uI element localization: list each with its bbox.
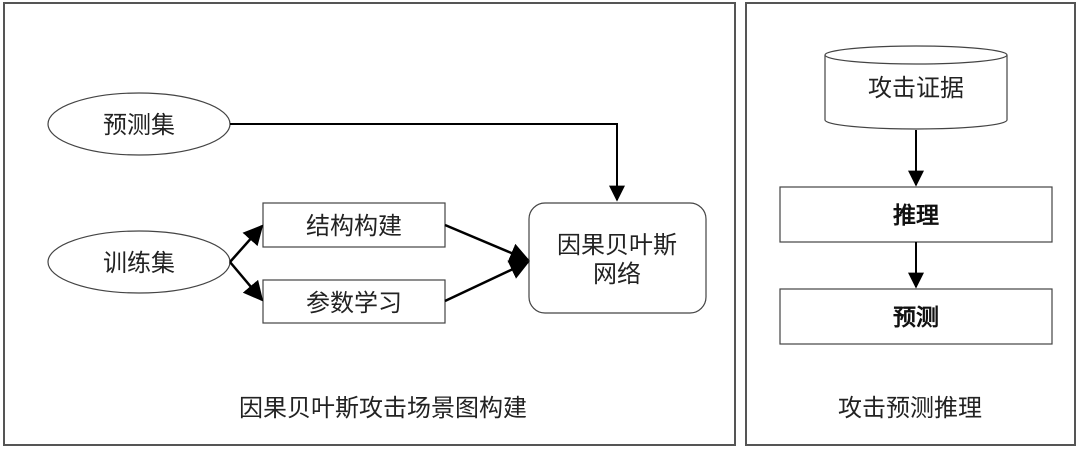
arrow-param-to-cbn [444,260,530,303]
param-learning-node [262,279,446,324]
right-panel [745,2,1076,446]
left-panel [3,2,736,446]
inference-label: 推理 [893,203,939,229]
right-panel-caption: 攻击预测推理 [838,394,982,422]
train-set-label: 训练集 [103,249,175,277]
predict-set-label: 预测集 [103,111,175,139]
structure-build-label: 结构构建 [306,212,402,240]
arrow-structure-to-cbn [444,223,530,263]
causal-bayes-network-label-line2: 网络 [593,260,641,288]
attack-evidence-database-node [824,45,1008,130]
prediction-node [779,288,1053,345]
arrow-predict-to-cbn [230,123,625,202]
left-panel-caption: 因果贝叶斯攻击场景图构建 [239,394,527,422]
structure-build-node [262,202,446,248]
causal-bayes-network-label-line1: 因果贝叶斯 [557,231,677,259]
attack-evidence-label: 攻击证据 [868,74,964,102]
arrow-train-to-param [229,261,264,302]
prediction-label: 预测 [893,305,939,331]
arrow-train-to-structure [229,224,264,263]
param-learning-label: 参数学习 [306,289,402,317]
